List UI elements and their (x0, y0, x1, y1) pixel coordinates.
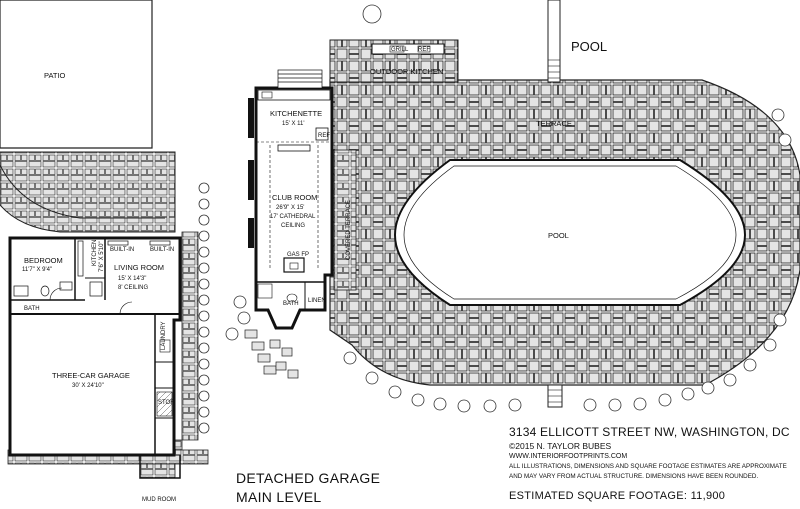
outdoor-ref-label: REF (418, 47, 430, 53)
terrace-shrubs (343, 4, 792, 413)
garage-shrubs (198, 182, 210, 434)
copyright-text: ©2015 N. TAYLOR BUBES (509, 441, 612, 451)
garage-building (8, 236, 182, 479)
living-room-ceiling: 8' CEILING (118, 285, 148, 291)
pool-inner-label: POOL (548, 231, 569, 240)
club-house-stairs (277, 69, 323, 89)
builtin-label-2: BUILT-IN (150, 247, 174, 253)
kitchen-dim: 7'6" X 5'10" (99, 241, 105, 272)
mud-room-label: MUD ROOM (142, 497, 176, 503)
square-footage-text: ESTIMATED SQUARE FOOTAGE: 11,900 (509, 490, 726, 502)
grill-label: GRILL (391, 47, 409, 53)
title-main-level: MAIN LEVEL (236, 489, 322, 505)
builtin-label-1: BUILT-IN (110, 247, 134, 253)
outdoor-kitchen-label: OUTDOOR KITCHEN (370, 67, 443, 76)
club-house-building (254, 86, 334, 330)
garage-bath-label: BATH (24, 306, 40, 312)
kitchen-label: KITCHEN (92, 240, 98, 266)
disclaimer-line-2: AND MAY VARY FROM ACTUAL STRUCTURE. DIME… (509, 473, 759, 480)
club-house-windows (248, 98, 254, 248)
disclaimer-line-1: ALL ILLUSTRATIONS, DIMENSIONS AND SQUARE… (509, 463, 787, 470)
garage-dim: 30' X 24'10" (72, 383, 104, 389)
club-room-label: CLUB ROOM (272, 193, 317, 202)
pool-basin (393, 159, 747, 306)
kitchenette-dim: 15' X 11' (282, 121, 305, 127)
patio-paver-band (0, 151, 176, 233)
stor-label: STOR (158, 400, 175, 406)
bedroom-dim: 11'7" X 9'4" (22, 267, 52, 273)
pool-coping (403, 165, 737, 300)
kitchenette-label: KITCHENETTE (270, 109, 322, 118)
gas-fp-label: GAS FP (287, 252, 309, 258)
living-room-dim: 15' X 14'3" (118, 276, 146, 282)
covered-terrace-label: COVERED TERRACE (346, 200, 352, 260)
garage-label: THREE-CAR GARAGE (52, 371, 130, 380)
website-text: WWW.INTERIORFOOTPRINTS.COM (509, 453, 628, 460)
refrigerator-label: REF (318, 133, 330, 139)
covered-terrace-strip (333, 149, 357, 291)
walkway-stones (244, 329, 299, 379)
club-room-dim: 26'9" X 15' (276, 205, 304, 211)
club-bath-label: BATH (283, 301, 299, 307)
club-room-ceiling-1: 17' CATHEDRAL (270, 214, 316, 220)
outdoor-kitchen-counter (371, 43, 445, 55)
pool-top-walkway (547, 0, 561, 83)
pool-top-label: POOL (571, 39, 607, 54)
patio-curve (0, 164, 165, 219)
bedroom-label: BEDROOM (24, 256, 63, 265)
living-room-label: LIVING ROOM (114, 263, 164, 272)
terrace-label: TERRACE (536, 119, 572, 128)
linen-label: LINEN (308, 298, 326, 304)
club-room-ceiling-2: CEILING (281, 223, 305, 229)
patio-outline (0, 0, 153, 149)
address-text: 3134 ELLICOTT STREET NW, WASHINGTON, DC (509, 425, 790, 439)
shrubs-left (225, 295, 251, 341)
title-detached-garage: DETACHED GARAGE (236, 470, 381, 486)
patio-label: PATIO (44, 71, 66, 80)
laundry-label: LAUNDRY (161, 321, 167, 350)
